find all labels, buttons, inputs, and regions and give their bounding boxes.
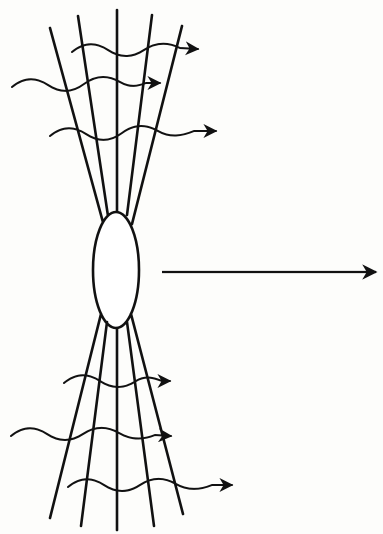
upper-line-4 [127, 15, 152, 215]
wavy-arrow-upper-1 [72, 44, 198, 56]
central-ellipse [93, 212, 139, 328]
wavy-arrow-upper-2 [12, 77, 160, 91]
lower-line-1 [50, 314, 101, 518]
lower-line-2 [81, 322, 107, 526]
lower-wavy-arrows [11, 375, 232, 491]
upper-wavy-arrows [12, 44, 216, 140]
upper-line-fan [50, 10, 182, 226]
wavy-arrow-upper-3 [50, 126, 216, 140]
lower-line-fan [50, 314, 183, 530]
